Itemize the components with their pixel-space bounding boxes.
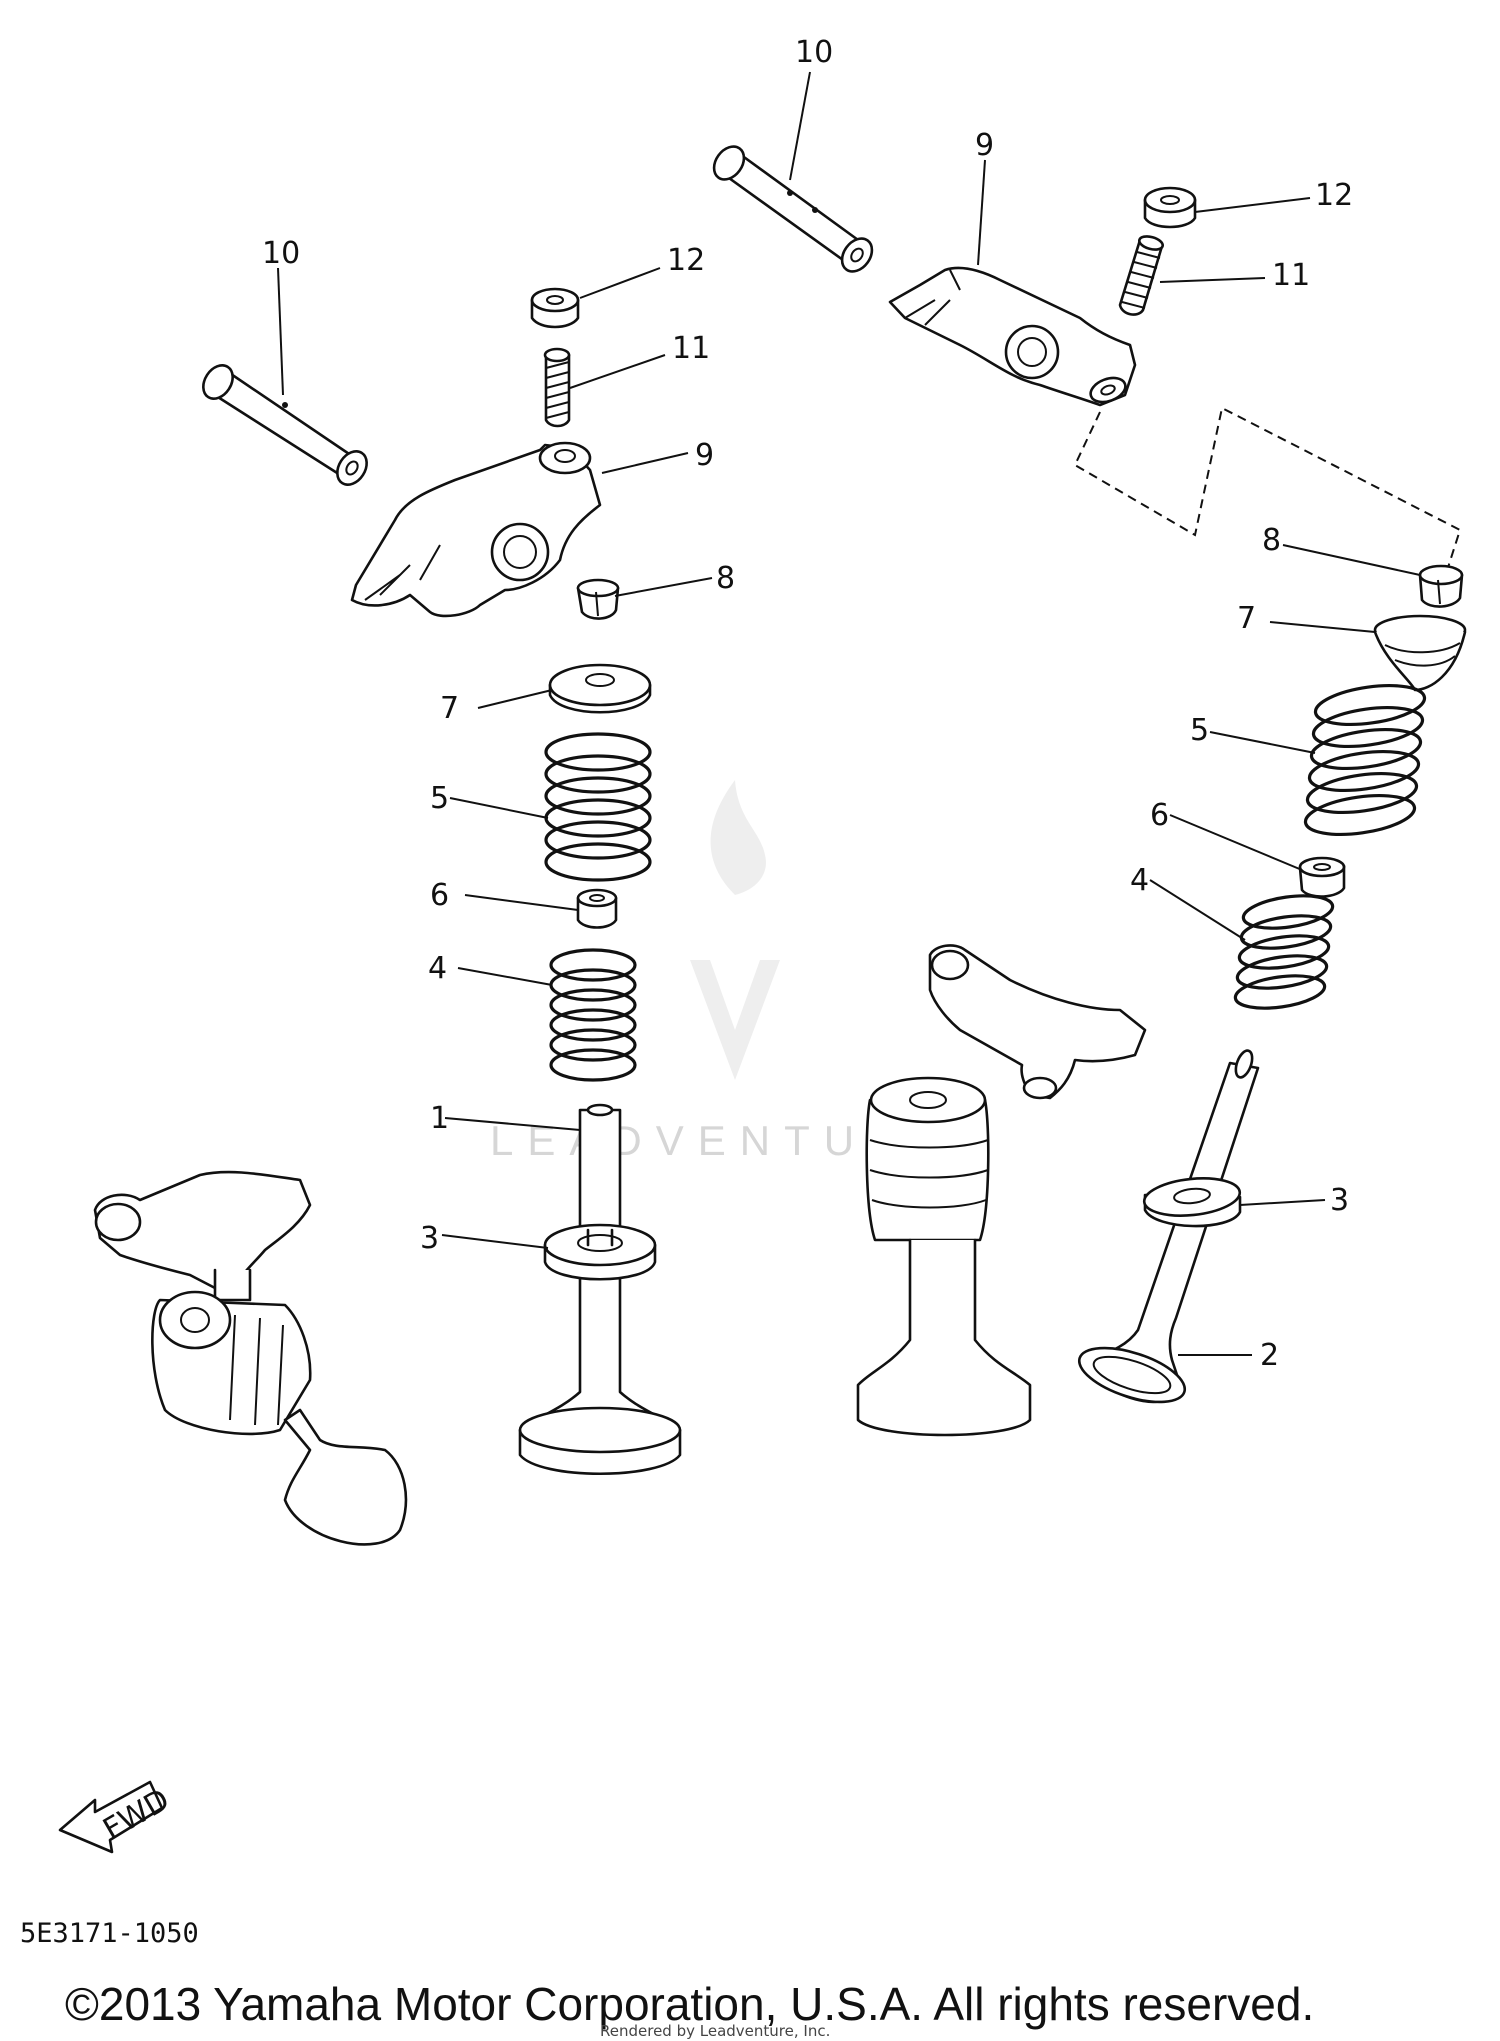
watermark-logo	[690, 780, 780, 1080]
stem-seal-left	[576, 888, 618, 929]
rocker-arm-left	[350, 441, 602, 618]
adjusting-screw-left	[543, 347, 571, 428]
callout-9-right: 9	[975, 128, 994, 163]
callout-12-right: 12	[1315, 178, 1353, 213]
spring-retainer-left	[548, 663, 652, 714]
callout-12-left: 12	[667, 243, 705, 278]
callout-8-left: 8	[716, 561, 735, 596]
reference-assembly-right	[856, 944, 1147, 1437]
inner-spring-right	[1233, 894, 1335, 1010]
callout-3-left: 3	[420, 1221, 439, 1256]
callout-2: 2	[1260, 1338, 1279, 1373]
lock-nut-left	[530, 287, 580, 329]
intake-valve	[518, 1103, 682, 1476]
callout-4-left: 4	[428, 951, 447, 986]
spring-retainer-right	[1373, 614, 1467, 692]
callout-5-left: 5	[430, 781, 449, 816]
callout-7-right: 7	[1237, 601, 1256, 636]
callout-11-right: 11	[1272, 258, 1310, 293]
fwd-direction-arrow: FWD	[58, 1780, 176, 1854]
callout-6-left: 6	[430, 878, 449, 913]
outer-spring-left	[544, 732, 652, 882]
callout-5-right: 5	[1190, 713, 1209, 748]
diagram-code: 5E3171-1050	[20, 1918, 199, 1949]
rocker-shaft-left	[202, 364, 368, 486]
callout-10-right: 10	[795, 35, 833, 70]
callout-8-right: 8	[1262, 523, 1281, 558]
valve-cotter-right	[1418, 564, 1464, 608]
callout-3-right: 3	[1330, 1183, 1349, 1218]
lock-nut-right	[1143, 186, 1197, 229]
callout-4-right: 4	[1130, 863, 1149, 898]
callout-9-left: 9	[695, 438, 714, 473]
assembly-dashed-line	[1073, 406, 1462, 581]
exhaust-valve	[1077, 1049, 1260, 1404]
rocker-arm-right	[888, 266, 1137, 407]
spring-seat-left	[543, 1223, 657, 1281]
callout-10-left: 10	[262, 236, 300, 271]
watermark-text: LEADVENTURE	[490, 1117, 954, 1164]
reference-assembly-left	[93, 1170, 408, 1546]
inner-spring-left	[549, 948, 637, 1082]
valve-cotter-left	[576, 578, 620, 620]
leader-lines	[277, 71, 1421, 1356]
stem-seal-right	[1298, 856, 1346, 898]
adjusting-screw-right	[1118, 235, 1164, 316]
outer-spring-right	[1303, 684, 1427, 836]
copyright-notice: ©2013 Yamaha Motor Corporation, U.S.A. A…	[65, 1978, 1314, 2030]
callout-11-left: 11	[672, 331, 710, 366]
callout-1: 1	[430, 1101, 449, 1136]
spring-seat-right	[1142, 1177, 1242, 1228]
rocker-shaft-right	[712, 145, 874, 273]
callout-7-left: 7	[440, 691, 459, 726]
callout-6-right: 6	[1150, 798, 1169, 833]
rendered-by-note: Rendered by Leadventure, Inc.	[600, 2022, 830, 2040]
